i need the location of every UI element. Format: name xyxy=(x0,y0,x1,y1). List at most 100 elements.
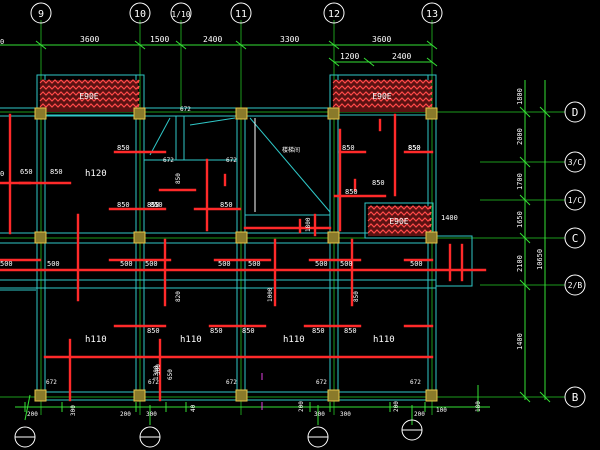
column xyxy=(133,107,146,120)
section-markers xyxy=(14,419,423,448)
bottom-dimension-lines xyxy=(15,385,490,425)
rebar-label: 850 xyxy=(408,144,421,152)
hatch-stroke xyxy=(332,103,433,108)
column xyxy=(34,389,47,402)
axis-bubble-D[interactable] xyxy=(564,101,586,123)
stair-diag-2 xyxy=(189,117,236,126)
column xyxy=(425,107,438,120)
bottom-dim-text: 40 xyxy=(190,404,197,412)
axis-bubble-9[interactable] xyxy=(30,2,52,24)
dim-1400: 1400 xyxy=(441,214,458,222)
axis-label: 1/C xyxy=(568,196,583,205)
hatch-stroke xyxy=(332,97,433,102)
axis-label: 13 xyxy=(426,9,438,20)
axis-bubble-B[interactable] xyxy=(564,386,586,408)
bottom-dim-text: 200 xyxy=(393,401,400,412)
small-label: 672 xyxy=(163,157,174,164)
right-dim-text: 1400 xyxy=(516,333,524,350)
tick xyxy=(539,391,551,403)
axis-bubble-10[interactable] xyxy=(129,2,151,24)
tick xyxy=(426,40,438,50)
rebar-label: 850 xyxy=(147,201,160,209)
stair-diag-1 xyxy=(149,117,171,156)
bottom-dim-text: 100 xyxy=(436,407,447,414)
tick xyxy=(519,156,531,168)
vertical-label: 1380 xyxy=(153,365,160,380)
vertical-label: 650 xyxy=(167,369,174,380)
right-dim-text: 2000 xyxy=(516,128,524,145)
top-dimension-lines xyxy=(0,40,438,67)
axis-bubble-C[interactable] xyxy=(564,227,586,249)
axis-label: B xyxy=(572,391,579,404)
right-dim-text: 2100 xyxy=(516,255,524,272)
rebar-label: 850 xyxy=(344,327,357,335)
axis-bubble-12[interactable] xyxy=(323,2,345,24)
column xyxy=(235,389,248,402)
bottom-dim-text: 300 xyxy=(314,411,325,418)
top-dim-text: 2400 xyxy=(203,35,222,44)
top-dim-text: 1500 xyxy=(150,35,169,44)
small-label: 672 xyxy=(148,379,159,386)
column xyxy=(425,231,438,244)
top-dim-text: 3600 xyxy=(80,35,99,44)
hatch-stroke xyxy=(367,223,432,228)
small-label: 672 xyxy=(46,379,57,386)
top-sub-dim-text: 2400 xyxy=(392,52,411,61)
bottom-dim-text: 180 xyxy=(475,401,482,412)
axis-bubble-13[interactable] xyxy=(421,2,443,24)
bottom-dim-text: 300 xyxy=(155,364,162,375)
hatch-stroke xyxy=(39,91,140,96)
axis-label: 2/B xyxy=(568,281,583,290)
horizontal-grid-lines xyxy=(0,111,565,398)
tick xyxy=(539,106,551,118)
right-axis-bubbles xyxy=(564,101,586,408)
rebar-label: 850 xyxy=(372,179,385,187)
hatch-stroke xyxy=(39,79,140,84)
top-dim-text: 3600 xyxy=(372,35,391,44)
slab-label: h120 xyxy=(85,169,107,179)
right-dimension-texts: 1800 2000 1700 1650 2100 1400 10650 xyxy=(516,88,544,350)
column xyxy=(34,107,47,120)
rebar-label: 500 xyxy=(47,260,60,268)
hatch-stroke xyxy=(332,79,433,84)
top-axis-labels: 9 10 1/10 11 12 13 xyxy=(38,9,438,20)
hatch-stroke xyxy=(332,91,433,96)
bottom-dimension-texts: 200 300 300 200 300 40 100 200 300 200 3… xyxy=(27,364,482,418)
bottom-dim-text: 200 xyxy=(27,411,38,418)
axis-bubble-2B[interactable] xyxy=(564,274,586,296)
right-dim-text: 1650 xyxy=(516,211,524,228)
tick xyxy=(328,57,340,67)
top-axis-bubbles xyxy=(30,2,443,24)
column xyxy=(327,107,340,120)
column xyxy=(327,389,340,402)
axis-bubble-11[interactable] xyxy=(230,2,252,24)
hatch-labels: E90E E90E E90E xyxy=(79,92,408,226)
tick xyxy=(519,194,531,206)
balcony-box xyxy=(435,235,473,287)
slab-label: h110 xyxy=(373,335,395,345)
hatch-stroke xyxy=(367,217,432,222)
rebar-label: 850 xyxy=(342,144,355,152)
axis-bubble-3C[interactable] xyxy=(564,151,586,173)
rebar-labels: 850 850 850 650 850 850 850 850 850 850 … xyxy=(0,144,423,335)
tick xyxy=(235,40,247,50)
axis-bubble-1-10[interactable] xyxy=(170,2,192,24)
column xyxy=(34,231,47,244)
small-label: 672 xyxy=(410,379,421,386)
column xyxy=(133,389,146,402)
axis-label: 10 xyxy=(134,9,146,20)
right-dimension-lines xyxy=(519,80,551,403)
tick xyxy=(35,40,47,50)
hatch-label: E90E xyxy=(372,92,391,101)
axis-bubble-1C[interactable] xyxy=(564,189,586,211)
hatch-stroke xyxy=(39,103,140,108)
slab-label: h110 xyxy=(180,335,202,345)
hatch-box-3 xyxy=(364,202,434,239)
tick xyxy=(363,57,375,67)
rebar-label: 850 xyxy=(50,168,63,176)
tick xyxy=(519,232,531,244)
tick xyxy=(134,40,146,50)
tick xyxy=(519,279,531,291)
column xyxy=(133,231,146,244)
